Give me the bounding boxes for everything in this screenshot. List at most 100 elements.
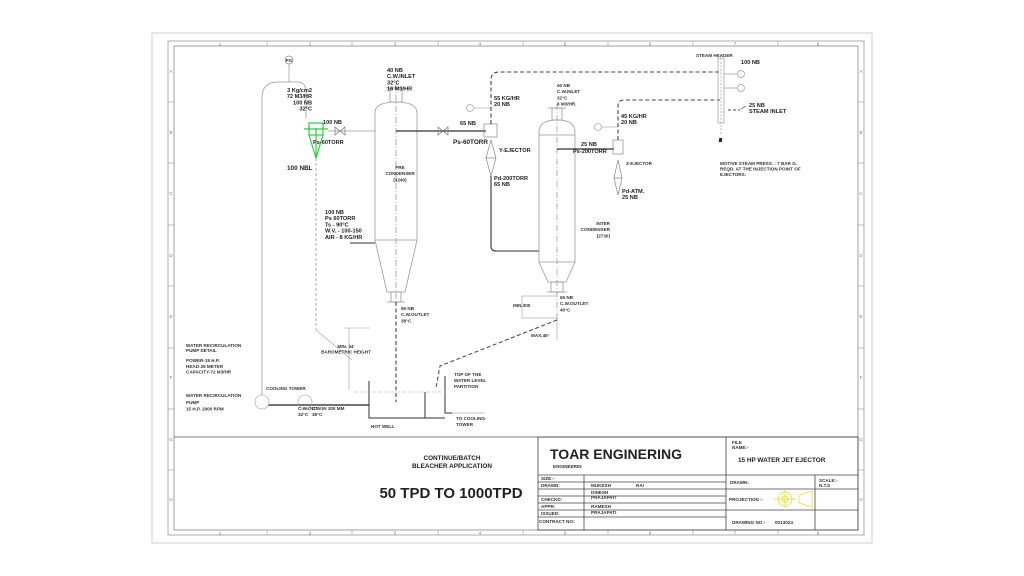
grid-column-label: 8 — [817, 531, 820, 536]
issued-label: ISSUED: — [541, 511, 560, 516]
steam-header-label: STEAM HEADER — [696, 53, 733, 58]
approved-label: APPR: — [541, 504, 556, 509]
grid-column-label: 3 — [394, 42, 397, 47]
z-suction-size: 25 NB — [581, 142, 597, 148]
suction-pressure-left: Ps-60TORR — [313, 140, 344, 146]
z-ejector-label: Z-EJECTOR — [626, 161, 653, 166]
grid-row-label: H — [859, 497, 862, 502]
recirculation-line — [261, 81, 307, 395]
hot-well-label: HOT WELL — [371, 424, 395, 429]
steam-header — [717, 55, 745, 135]
grid-row-label: F — [860, 375, 863, 380]
size-label: SIZE:- — [541, 476, 555, 481]
grid-row-label: B — [169, 130, 172, 135]
projection-label: PROJECTION :- — [729, 497, 764, 502]
to-cooling-tower-label: TO COOLING-TOWER — [456, 416, 487, 427]
company-name: TOAR ENGINERING — [550, 446, 682, 462]
grid-row-label: C — [859, 191, 863, 196]
steam-header-size: 100 NB — [741, 60, 760, 66]
grid-column-label: 5 — [564, 42, 567, 47]
grid-column-label: 7 — [734, 531, 737, 536]
grid-column-label: 1 — [219, 42, 222, 47]
pre-condenser-vessel — [374, 84, 418, 303]
cooling-tower-pump-icon — [297, 394, 313, 410]
grid-row-label: D — [859, 253, 863, 258]
scale-label: SCALE:-N.T.S — [819, 478, 838, 488]
grid-row-label: A — [859, 69, 862, 74]
file-name: 15 HP WATER JET EJECTOR — [738, 457, 826, 464]
pg-label: PG — [286, 58, 293, 63]
suction-pressure-right: Ps-60TORR — [453, 139, 488, 146]
drawn-by: MUKESH — [591, 483, 612, 488]
grid-row-label: G — [169, 437, 173, 442]
drawing-no-label: DRAWING NO:- — [732, 520, 766, 525]
grid-column-label: 2 — [309, 531, 312, 536]
valve-icon — [437, 126, 449, 136]
min300-label: MIN.300 — [513, 303, 531, 308]
outer-page-border — [151, 32, 873, 544]
grid-row-label: B — [859, 130, 862, 135]
third-angle-projection-icon — [774, 490, 813, 508]
grid-row-label: H — [169, 497, 172, 502]
z-suction-pressure: Ps-200TORR — [573, 149, 607, 155]
grid-column-label: 8 — [817, 42, 820, 47]
max45-label: MAX.45° — [531, 333, 550, 338]
grid-column-label: 6 — [649, 531, 652, 536]
y-ejector-label: Y-EJECTOR — [499, 148, 531, 154]
motive-steam-note: MOTIVE STEAM PRESS. : 7 BAR G.REQD. AT T… — [720, 161, 801, 177]
cooling-tower-label: COOLING TOWER — [266, 386, 306, 391]
grid-column-label: 7 — [734, 42, 737, 47]
company-sub: ENGINEERIN — [553, 464, 582, 469]
title-block — [537, 436, 859, 531]
grid-row-label: C — [169, 191, 173, 196]
drawing-frame — [173, 45, 859, 531]
pressure-indicator-icon — [594, 123, 602, 131]
grid-column-label: 5 — [564, 531, 567, 536]
contract-label: CONTRACT NO: — [539, 519, 575, 524]
pump-icon — [254, 394, 270, 410]
barometric-height-label: MIN. 34'BAROMETRIC HEIGHT — [321, 344, 371, 354]
grid-column-label: 6 — [649, 42, 652, 47]
hot-well — [354, 376, 452, 419]
valve-icon — [334, 126, 346, 136]
grid-ticks — [168, 41, 864, 535]
drawn-label: DRAWN: — [541, 483, 560, 488]
grid-column-label: 1 — [219, 531, 222, 536]
pressure-indicator-icon — [466, 104, 474, 112]
grid-row-label: E — [169, 314, 172, 319]
grid-column-label: 4 — [479, 531, 482, 536]
grid-row-label: F — [170, 375, 173, 380]
inter-condenser-vessel — [538, 104, 576, 320]
drawn-by-extra: RAI — [636, 483, 644, 488]
y-suction-size: 65 NB — [460, 121, 476, 127]
grid-column-label: 3 — [394, 531, 397, 536]
nbl-label: 100 NBL — [287, 165, 313, 172]
drawn-right-label: DRAWN: — [730, 480, 749, 485]
grid-row-label: A — [169, 69, 172, 74]
grid-row-label: E — [859, 314, 862, 319]
nozzle-size-label: 100 NB — [323, 120, 342, 126]
